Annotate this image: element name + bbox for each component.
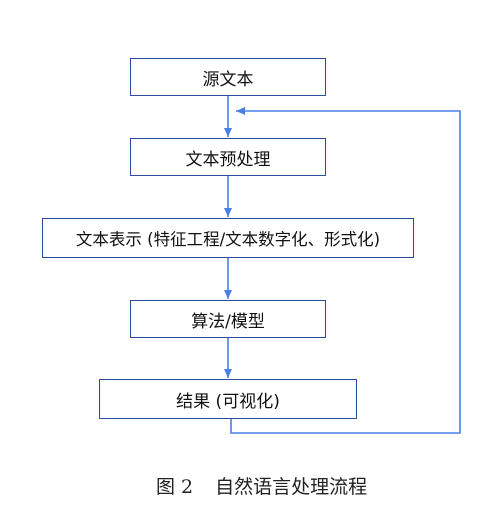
node-result-visualization-label: 结果 (可视化) bbox=[176, 391, 280, 412]
node-source-text-label: 源文本 bbox=[202, 69, 254, 90]
node-algorithm-model: 算法/模型 bbox=[130, 300, 326, 338]
node-text-representation: 文本表示 (特征工程/文本数字化、形式化) bbox=[42, 218, 414, 258]
connector-layer bbox=[224, 96, 461, 434]
arrow-feedback-loop bbox=[230, 107, 461, 434]
figure-title: 自然语言处理流程 bbox=[215, 476, 368, 498]
node-text-preprocessing: 文本预处理 bbox=[130, 138, 326, 176]
node-algorithm-model-label: 算法/模型 bbox=[191, 311, 265, 332]
node-source-text: 源文本 bbox=[130, 58, 326, 96]
figure-caption: 图 2 自然语言处理流程 bbox=[0, 450, 499, 521]
node-result-visualization: 结果 (可视化) bbox=[99, 379, 357, 419]
node-text-preprocessing-label: 文本预处理 bbox=[185, 149, 271, 170]
flowchart: 源文本 文本预处理 文本表示 (特征工程/文本数字化、形式化) 算法/模型 结果… bbox=[42, 58, 461, 498]
node-text-representation-label: 文本表示 (特征工程/文本数字化、形式化) bbox=[75, 230, 381, 249]
figure-number: 图 2 bbox=[156, 476, 194, 498]
